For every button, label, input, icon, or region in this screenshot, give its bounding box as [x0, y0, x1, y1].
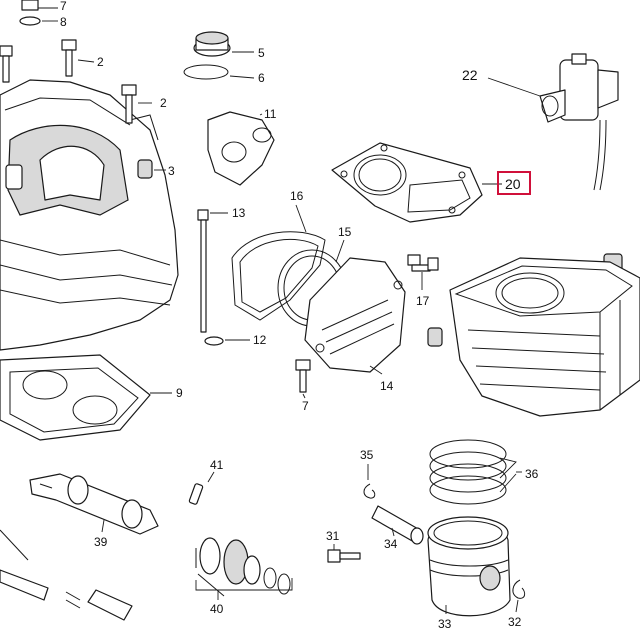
pin-41	[188, 483, 204, 505]
intake-pipe-11	[207, 111, 275, 186]
callout-3: 3	[168, 164, 175, 178]
callout-2-second: 2	[160, 96, 167, 110]
cap-5	[193, 31, 231, 57]
circlip-35	[363, 483, 376, 499]
callout-13: 13	[232, 206, 246, 220]
highlight-box-20	[497, 171, 531, 195]
callout-34: 34	[384, 537, 398, 551]
callout-8: 8	[60, 15, 67, 29]
callout-6: 6	[258, 71, 265, 85]
callout-7-mid: 7	[302, 399, 309, 413]
callout-16: 16	[290, 189, 304, 203]
callout-11: 11	[264, 107, 277, 121]
callout-2-top: 2	[97, 55, 104, 69]
cover-gasket-16	[231, 231, 326, 321]
side-cover-14	[304, 257, 406, 373]
circlip-32	[512, 579, 526, 599]
callout-22: 22	[462, 67, 478, 83]
bolt-2-top	[61, 39, 77, 77]
camshaft-39	[29, 473, 159, 535]
callout-15: 15	[338, 225, 352, 239]
stud-13	[197, 209, 209, 333]
dowel-3	[137, 159, 153, 179]
callout-41: 41	[210, 458, 224, 472]
head-gasket-9	[0, 354, 151, 441]
carburetor-22	[539, 53, 619, 191]
dowel-left	[427, 327, 443, 347]
piston-rings-36	[429, 439, 507, 505]
cylinder-block	[449, 257, 640, 417]
washer-12	[204, 336, 224, 346]
callout-36: 36	[525, 467, 539, 481]
piston-33	[427, 516, 511, 617]
bolt-left	[0, 45, 13, 83]
rocker-assembly-40	[195, 537, 291, 597]
callout-9: 9	[176, 386, 183, 400]
bolt-7-mid	[295, 359, 311, 393]
o-ring-6	[183, 64, 229, 80]
cylinder-head	[0, 79, 179, 351]
callout-7-top: 7	[60, 0, 67, 13]
callout-12: 12	[253, 333, 267, 347]
bolt-2-second	[121, 84, 137, 124]
callout-39: 39	[94, 535, 108, 549]
callout-14: 14	[380, 379, 394, 393]
callout-33: 33	[438, 617, 452, 631]
callout-35: 35	[360, 448, 374, 462]
rocker-shaft	[0, 529, 133, 621]
callout-40: 40	[210, 602, 224, 616]
callout-20: 20	[505, 176, 521, 192]
callout-31: 31	[326, 529, 340, 543]
cylinder-gasket-20	[331, 142, 483, 223]
bolt-31	[327, 549, 361, 563]
piston-pin-34	[371, 505, 424, 545]
bolt-17	[407, 254, 439, 272]
washer-8	[19, 16, 41, 26]
callout-32: 32	[508, 615, 522, 629]
callout-5: 5	[258, 46, 265, 60]
callout-17: 17	[416, 294, 430, 308]
